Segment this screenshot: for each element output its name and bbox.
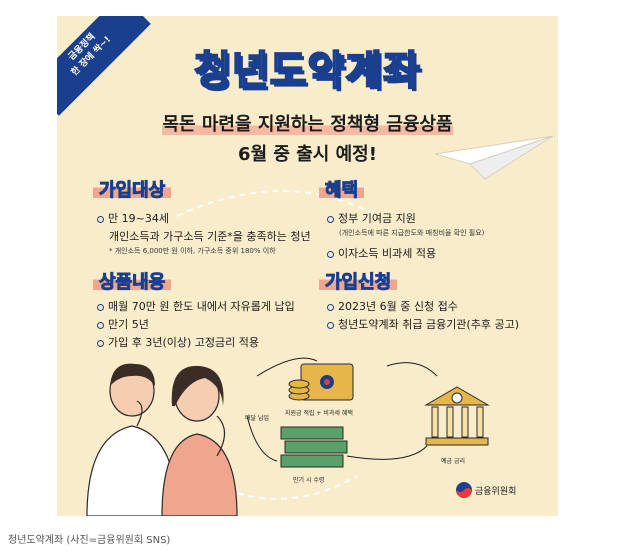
bullet-icon: [327, 215, 334, 223]
section-product: 상품내용: [93, 268, 172, 294]
couple-illustration: [86, 363, 238, 516]
product-item-text: 매월 70만 원 한도 내에서 자유롭게 납입: [108, 300, 295, 313]
benefits-note: (개인소득에 따른 지급한도와 매칭비율 확인 필요): [339, 229, 485, 237]
page-title: 청년도약계좌: [193, 47, 421, 95]
section-apply-title: 가입신청: [319, 272, 398, 294]
fsc-logo-icon: [456, 482, 472, 498]
poster: 금융정책 한 장에 싹~! 청년도약계좌 청년도약계좌 목돈 마련을 지원하는 …: [57, 16, 558, 516]
maturity-label: 만기 시 수령: [293, 477, 325, 484]
bullet-icon: [327, 303, 334, 311]
bullet-icon: [97, 321, 104, 329]
eligibility-item-income: 개인소득과 가구소득 기준*을 충족하는 청년: [109, 230, 311, 243]
dashed-path-decoration: [176, 190, 438, 500]
benefits-item-contribution: 정부 기여금 지원: [327, 210, 416, 226]
eligibility-item-text: 만 19~34세: [108, 212, 169, 225]
section-apply: 가입신청: [319, 268, 398, 294]
benefits-item-text: 이자소득 비과세 적용: [338, 247, 437, 260]
benefits-item-tax: 이자소득 비과세 적용: [327, 245, 436, 261]
monthly-label: 매달 납입: [245, 415, 269, 422]
bullet-icon: [327, 321, 334, 329]
section-eligibility-title: 가입대상: [93, 180, 172, 202]
apply-item-text: 청년도약계좌 취급 금융기관(추후 공고): [338, 318, 519, 331]
product-item-text: 만기 5년: [108, 318, 149, 331]
eligibility-item-age: 만 19~34세: [97, 210, 169, 226]
fsc-logo-text: 금융위원회: [475, 487, 517, 497]
support-label: 지원금 적립 + 비과세 혜택: [285, 410, 353, 417]
subtitle-text: 목돈 마련을 지원하는 정책형 금융상품: [162, 114, 453, 135]
paper-plane-icon: [435, 135, 554, 180]
section-eligibility: 가입대상: [93, 176, 172, 202]
section-product-title: 상품내용: [93, 272, 172, 294]
bank-icon: [424, 386, 490, 446]
bullet-icon: [97, 339, 104, 347]
bullet-icon: [97, 303, 104, 311]
section-benefits: 혜택: [319, 176, 365, 202]
apply-item-text: 2023년 6월 중 신청 접수: [338, 300, 458, 313]
wallet-coins-icon: [288, 363, 354, 401]
bullet-icon: [327, 250, 334, 258]
section-benefits-title: 혜택: [319, 180, 365, 202]
product-item-text: 가입 후 3년(이상) 고정금리 적용: [108, 336, 260, 349]
image-caption: 청년도약계좌 (사진=금융위원회 SNS): [8, 535, 171, 546]
subtitle-release: 6월 중 출시 예정!: [238, 144, 377, 165]
product-item-rate: 가입 후 3년(이상) 고정금리 적용: [97, 334, 259, 350]
title-shadow: 청년도약계좌: [197, 51, 424, 97]
bank-label: 예금 금리: [441, 458, 465, 465]
product-item-maturity: 만기 5년: [97, 316, 149, 332]
product-item-monthly: 매월 70만 원 한도 내에서 자유롭게 납입: [97, 298, 295, 314]
benefits-item-text: 정부 기여금 지원: [338, 212, 416, 225]
eligibility-note: * 개인소득 6,000만 원 이하, 가구소득 중위 180% 이하: [109, 247, 276, 255]
apply-item-institution: 청년도약계좌 취급 금융기관(추후 공고): [327, 316, 519, 332]
apply-item-date: 2023년 6월 중 신청 접수: [327, 298, 458, 314]
subtitle: 목돈 마련을 지원하는 정책형 금융상품: [57, 110, 558, 136]
cash-stack-icon: [280, 426, 348, 468]
bullet-icon: [97, 215, 104, 223]
